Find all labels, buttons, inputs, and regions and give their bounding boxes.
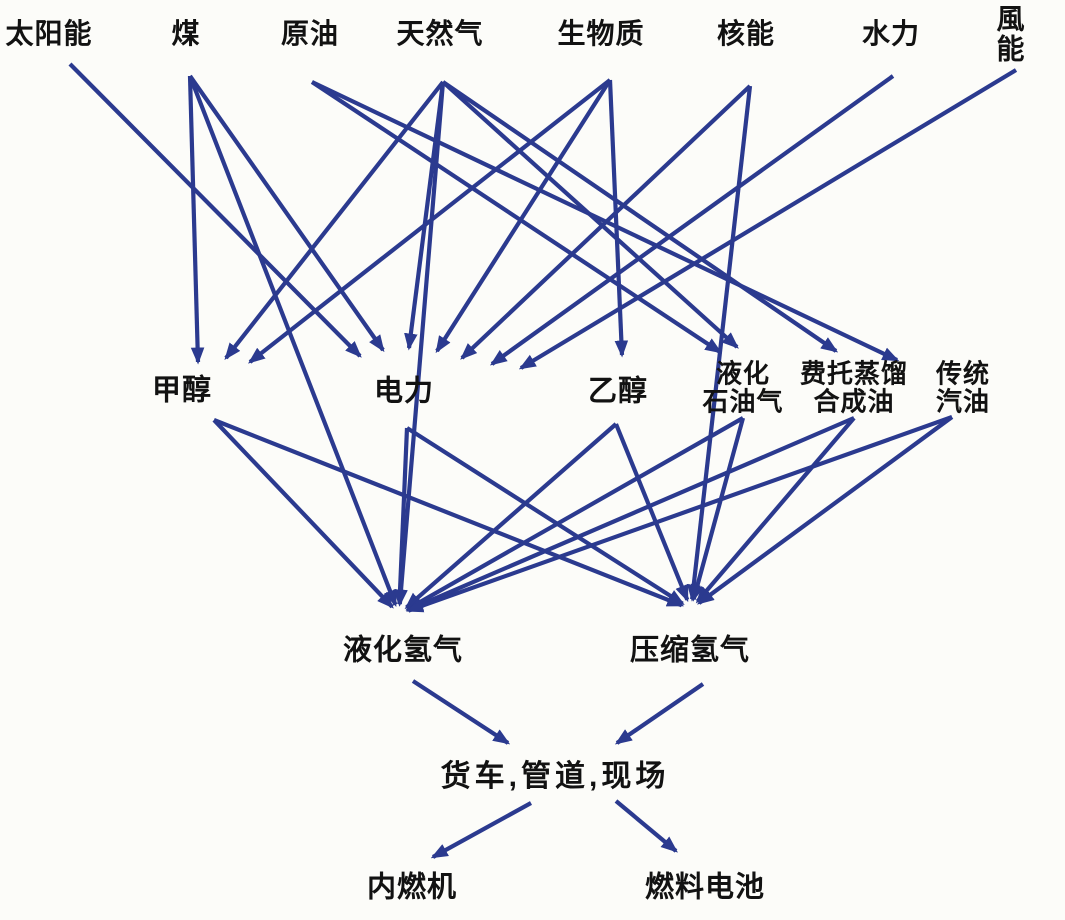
- arrow-gas-to-ft: [441, 80, 839, 353]
- arrow-solar-to-electricity: [68, 62, 362, 358]
- arrow-gas-to-lpg: [441, 80, 739, 349]
- node-label-ethanol: 乙醇: [587, 375, 649, 408]
- arrow-lpg-to-lh2: [405, 416, 745, 611]
- node-label-gas: 天然气: [396, 18, 484, 50]
- arrow-lpg-to-ch2: [690, 417, 746, 602]
- arrow-methanol-to-lh2: [212, 418, 394, 609]
- arrow-gasoline-to-lh2: [406, 415, 953, 613]
- node-label-fuelcell: 燃料电池: [644, 871, 766, 904]
- node-label-gasoline: 传统 汽油: [935, 358, 991, 416]
- arrow-oil-to-lpg: [310, 80, 723, 354]
- node-label-biomass: 生物质: [557, 18, 645, 50]
- arrow-truck-to-fuelcell: [614, 799, 678, 853]
- arrow-ethanol-to-lh2: [404, 422, 618, 610]
- arrow-ft-to-lh2: [405, 416, 855, 612]
- node-label-truck: 货车,管道,现场: [440, 760, 670, 794]
- arrow-nuclear-to-electricity: [460, 84, 752, 360]
- node-label-ft: 费托蒸馏 合成油: [799, 358, 909, 416]
- arrow-coal-to-electricity: [188, 74, 385, 353]
- arrow-ethanol-to-ch2: [614, 423, 690, 603]
- arrow-nuclear-to-ch2: [686, 85, 753, 602]
- arrow-truck-to-ice: [430, 801, 533, 859]
- arrow-lh2-to-truck: [411, 679, 511, 745]
- node-label-ice: 内燃机: [366, 871, 458, 904]
- arrow-gas-to-lh2: [394, 81, 446, 607]
- node-label-lh2: 液化氢气: [342, 634, 464, 667]
- node-label-ch2: 压缩氢气: [629, 634, 751, 667]
- node-label-lpg: 液化 石油气: [702, 358, 784, 416]
- node-label-solar: 太阳能: [5, 18, 93, 50]
- arrow-coal-to-lh2: [188, 75, 398, 608]
- arrow-electricity-to-ch2: [405, 426, 685, 606]
- arrow-gas-to-methanol: [224, 80, 445, 361]
- node-label-electricity: 电力: [373, 375, 435, 408]
- arrow-ch2-to-truck: [614, 682, 705, 745]
- arrow-methanol-to-ch2: [213, 418, 685, 608]
- arrow-wind-to-electricity: [518, 68, 1018, 370]
- arrow-group: [68, 62, 1018, 859]
- arrow-hydro-to-electricity: [489, 74, 895, 366]
- node-label-coal: 煤: [171, 18, 201, 50]
- arrow-gasoline-to-ch2: [697, 415, 954, 605]
- node-label-hydro: 水力: [861, 18, 921, 50]
- arrow-biomass-to-methanol: [247, 78, 612, 364]
- node-label-wind: 風能: [996, 3, 1026, 64]
- node-label-oil: 原油: [280, 18, 340, 50]
- node-label-nuclear: 核能: [716, 18, 776, 50]
- arrow-ft-to-ch2: [695, 416, 856, 604]
- arrow-biomass-to-electricity: [435, 78, 612, 354]
- arrow-electricity-to-lh2: [393, 427, 410, 607]
- node-label-methanol: 甲醇: [151, 374, 213, 407]
- arrow-coal-to-methanol: [187, 75, 205, 365]
